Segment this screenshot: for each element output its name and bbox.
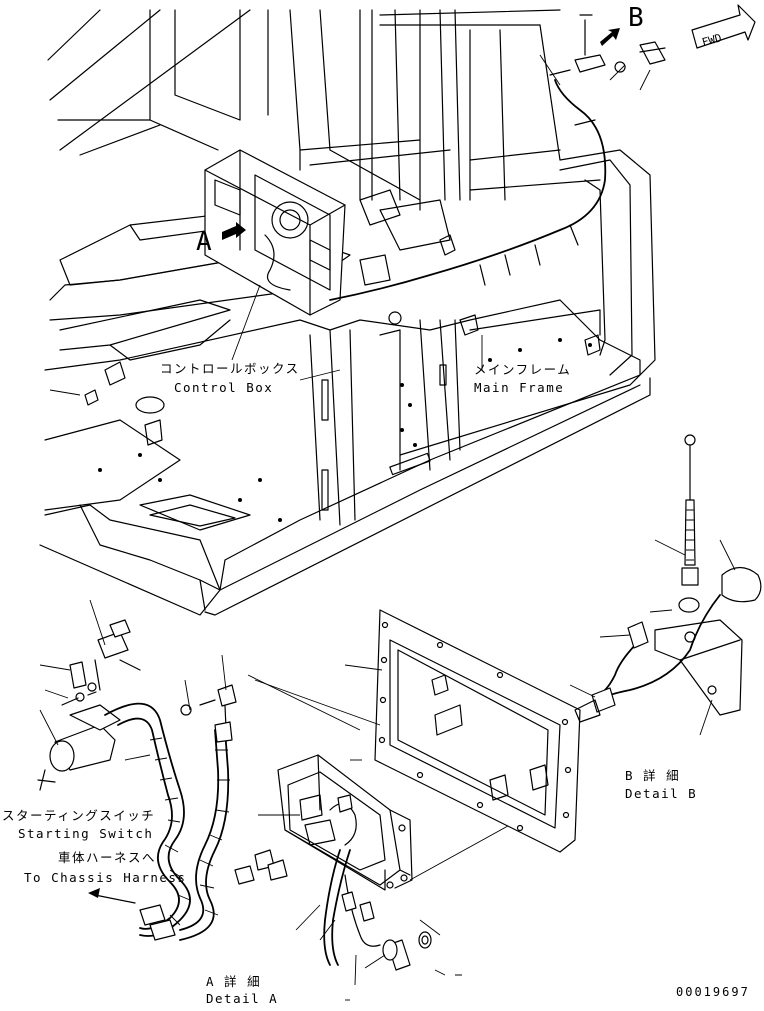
antenna-bracket-top (549, 14, 666, 126)
detail-a-label-jp: A 詳 細 (206, 974, 261, 989)
control-box-label-jp: コントロールボックス (160, 361, 300, 376)
leader-lines-panel (254, 664, 383, 726)
detail-b-antenna (574, 434, 762, 723)
leader-lines-detail-b (569, 539, 736, 736)
starting-switch-assembly (37, 619, 288, 941)
starting-switch-label-jp: スターティングスイッチ (2, 808, 155, 823)
control-box-label-en: Control Box (174, 380, 273, 395)
starting-switch-label-en: Starting Switch (18, 826, 153, 841)
cover-panel (374, 609, 581, 853)
chassis-harness-label-en: To Chassis Harness (24, 870, 186, 885)
fwd-label: FWD (701, 31, 724, 49)
drawing-number: 00019697 (676, 985, 750, 999)
leader-lines-upper (49, 54, 651, 396)
fwd-arrow: FWD (691, 4, 756, 49)
detail-b-label-jp: B 詳 細 (625, 768, 680, 783)
detail-b-label-en: Detail B (625, 786, 697, 801)
chassis-harness-label-jp: 車体ハーネスへ (58, 850, 156, 865)
view-a-label: A (196, 227, 212, 257)
control-box (204, 79, 607, 325)
detail-a-box (277, 754, 432, 971)
detail-a-label-en: Detail A (206, 991, 278, 1006)
main-frame-assembly (39, 9, 656, 616)
view-b-label: B (628, 3, 644, 33)
main-frame-label-en: Main Frame (474, 380, 564, 395)
main-frame-label-jp: メインフレーム (474, 362, 571, 377)
